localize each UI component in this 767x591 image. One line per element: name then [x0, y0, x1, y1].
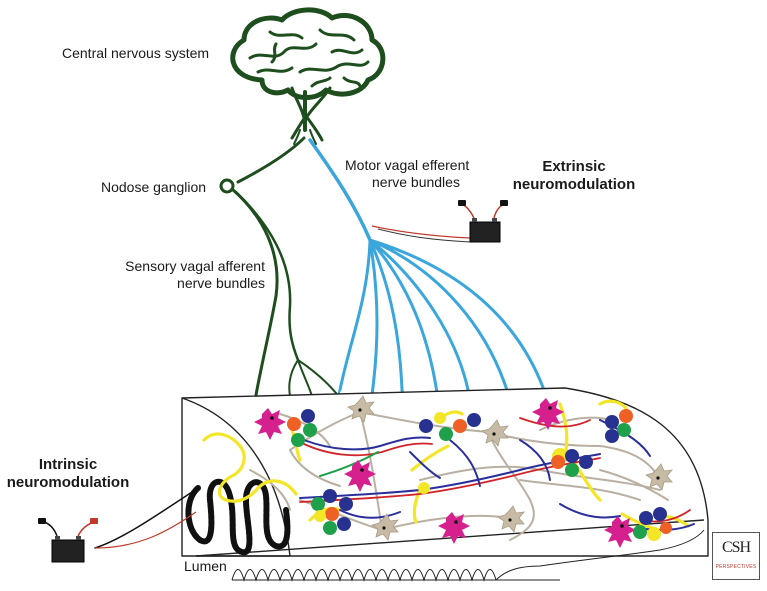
sensory-nerve-label-line2: nerve bundles — [177, 275, 265, 291]
intrinsic-label-line2: neuromodulation — [6, 474, 130, 491]
intrinsic-label-line1: Intrinsic — [38, 456, 98, 473]
immune-cells — [254, 398, 636, 548]
motor-nerve-label-line1: Motor vagal efferent — [345, 157, 470, 173]
brain-tree-icon — [230, 7, 386, 145]
immune-cell-icon — [254, 408, 286, 440]
csh-perspectives-logo: CSH PERSPECTIVES — [712, 532, 760, 580]
motor-nerve-bundles — [308, 138, 554, 432]
extrinsic-label-line1: Extrinsic — [542, 158, 606, 175]
intrinsic-electrode-array — [94, 478, 291, 556]
immune-cell-icon — [438, 512, 470, 544]
sensory-nerve-label-line1: Sensory vagal afferent — [125, 258, 265, 274]
motor-nerve-label-line2: nerve bundles — [372, 174, 460, 190]
cell-clusters — [287, 409, 672, 541]
logo-main-text: CSH — [721, 539, 751, 556]
mucosal-folds — [231, 529, 705, 582]
immune-cell-icon — [532, 398, 564, 430]
enteric-neurons — [347, 395, 673, 541]
intrinsic-label: Intrinsic neuromodulation — [3, 456, 133, 492]
sensory-nerve-bundles — [219, 136, 346, 429]
extrinsic-battery-icon — [371, 200, 508, 243]
sensory-nerve-label: Sensory vagal afferent nerve bundles — [105, 258, 265, 292]
cns-label: Central nervous system — [62, 45, 210, 61]
extrinsic-label-line2: neuromodulation — [512, 176, 636, 193]
efferent-fibers — [299, 417, 695, 532]
nodose-ganglion-icon — [219, 178, 235, 194]
nodose-ganglion-label: Nodose ganglion — [101, 179, 207, 195]
extrinsic-label: Extrinsic neuromodulation — [508, 158, 640, 194]
immune-cell-icon — [344, 460, 376, 492]
immune-cell-icon — [604, 516, 636, 548]
logo-sub-text: PERSPECTIVES — [715, 564, 757, 570]
lumen-label: Lumen — [184, 558, 227, 574]
intrinsic-battery-icon — [38, 511, 197, 563]
motor-nerve-label: Motor vagal efferent nerve bundles — [345, 157, 469, 191]
